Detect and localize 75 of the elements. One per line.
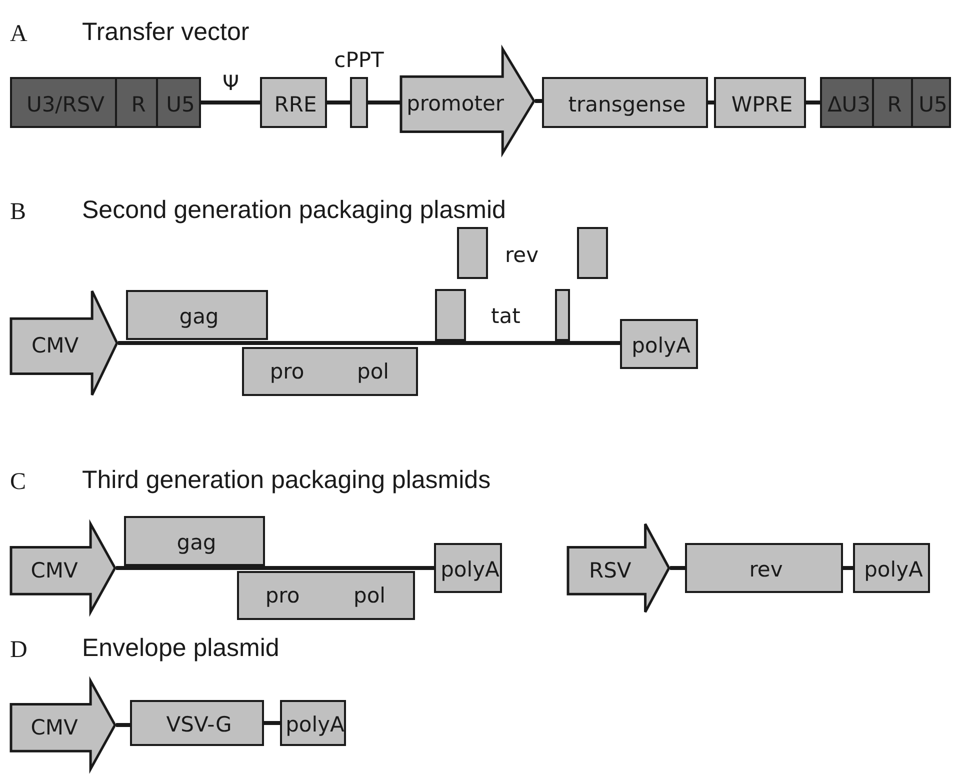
element-label: CMV	[30, 717, 78, 738]
gene-box	[126, 290, 268, 340]
gene-box	[130, 700, 264, 746]
ltr-segment	[872, 77, 913, 128]
edge-label: Ψ	[222, 72, 240, 94]
element-label: pol	[354, 585, 386, 606]
element-label: CMV	[31, 336, 79, 357]
element-label: CMV	[30, 560, 78, 582]
element-label: polyA	[632, 336, 690, 356]
element-label: pol	[357, 361, 389, 382]
backbone-line	[670, 566, 685, 570]
backbone-line	[116, 566, 434, 570]
element-box	[714, 77, 806, 128]
gene-box	[542, 77, 708, 128]
gene-label: tat	[491, 306, 520, 327]
backbone-line	[118, 341, 620, 345]
element-label: transgense	[568, 94, 686, 115]
exon-box	[577, 227, 608, 279]
backbone-line	[806, 100, 820, 104]
letter: B	[10, 200, 26, 224]
element-label: gag	[179, 306, 219, 328]
letter: A	[10, 22, 28, 46]
exon-box	[435, 289, 466, 341]
backbone-line	[535, 99, 542, 103]
promoter-element	[10, 290, 118, 396]
letter: D	[10, 638, 28, 662]
gene-label: rev	[505, 245, 539, 266]
backbone-line	[843, 566, 853, 570]
element-label: polyA	[440, 560, 500, 580]
element-label: promoter	[406, 94, 504, 115]
element-box	[434, 543, 502, 593]
ltr-segment	[10, 77, 117, 128]
element-label: cPPT	[334, 50, 384, 71]
ltr-segment	[156, 77, 201, 128]
element-label: polyA	[286, 714, 344, 736]
element-label: polyA	[864, 560, 923, 580]
element-label: rev	[749, 560, 783, 580]
element-label: WPRE	[731, 94, 793, 115]
element-box	[260, 77, 327, 128]
gene-box	[237, 571, 415, 620]
section-title: Envelope plasmid	[82, 636, 280, 661]
element-label: RRE	[274, 94, 317, 115]
backbone-line	[708, 100, 714, 104]
section-title: Second generation packaging plasmid	[82, 198, 506, 223]
element-label: RSV	[588, 560, 632, 582]
element-label: pro	[265, 585, 300, 606]
letter: C	[10, 470, 26, 494]
exon-box	[457, 227, 488, 279]
element-box	[853, 543, 930, 593]
element-box	[620, 319, 698, 369]
backbone-line	[116, 723, 130, 727]
element-label: U3/RSV	[26, 94, 105, 115]
section-title: Third generation packaging plasmids	[82, 468, 491, 493]
gene-box	[685, 543, 843, 593]
gene-box	[124, 516, 265, 566]
element-label: R	[887, 94, 902, 115]
exon-box	[555, 289, 570, 341]
ltr-segment	[115, 77, 158, 128]
promoter-element	[567, 523, 670, 613]
ltr-segment	[911, 77, 951, 128]
backbone-line	[327, 100, 350, 104]
element-label: gag	[176, 532, 216, 554]
ltr-segment	[820, 77, 874, 128]
element-label: ΔU3	[827, 94, 871, 115]
element-box	[280, 700, 346, 746]
element-label: U5	[166, 94, 195, 115]
gene-box	[242, 347, 418, 396]
element-label: VSV-G	[166, 714, 232, 736]
element-label: U5	[918, 94, 948, 115]
element-label: pro	[270, 361, 304, 382]
backbone-line	[201, 100, 260, 104]
backbone-line	[264, 721, 280, 725]
backbone-line	[368, 100, 400, 104]
element-label: R	[131, 94, 146, 115]
section-title: Transfer vector	[82, 20, 250, 45]
